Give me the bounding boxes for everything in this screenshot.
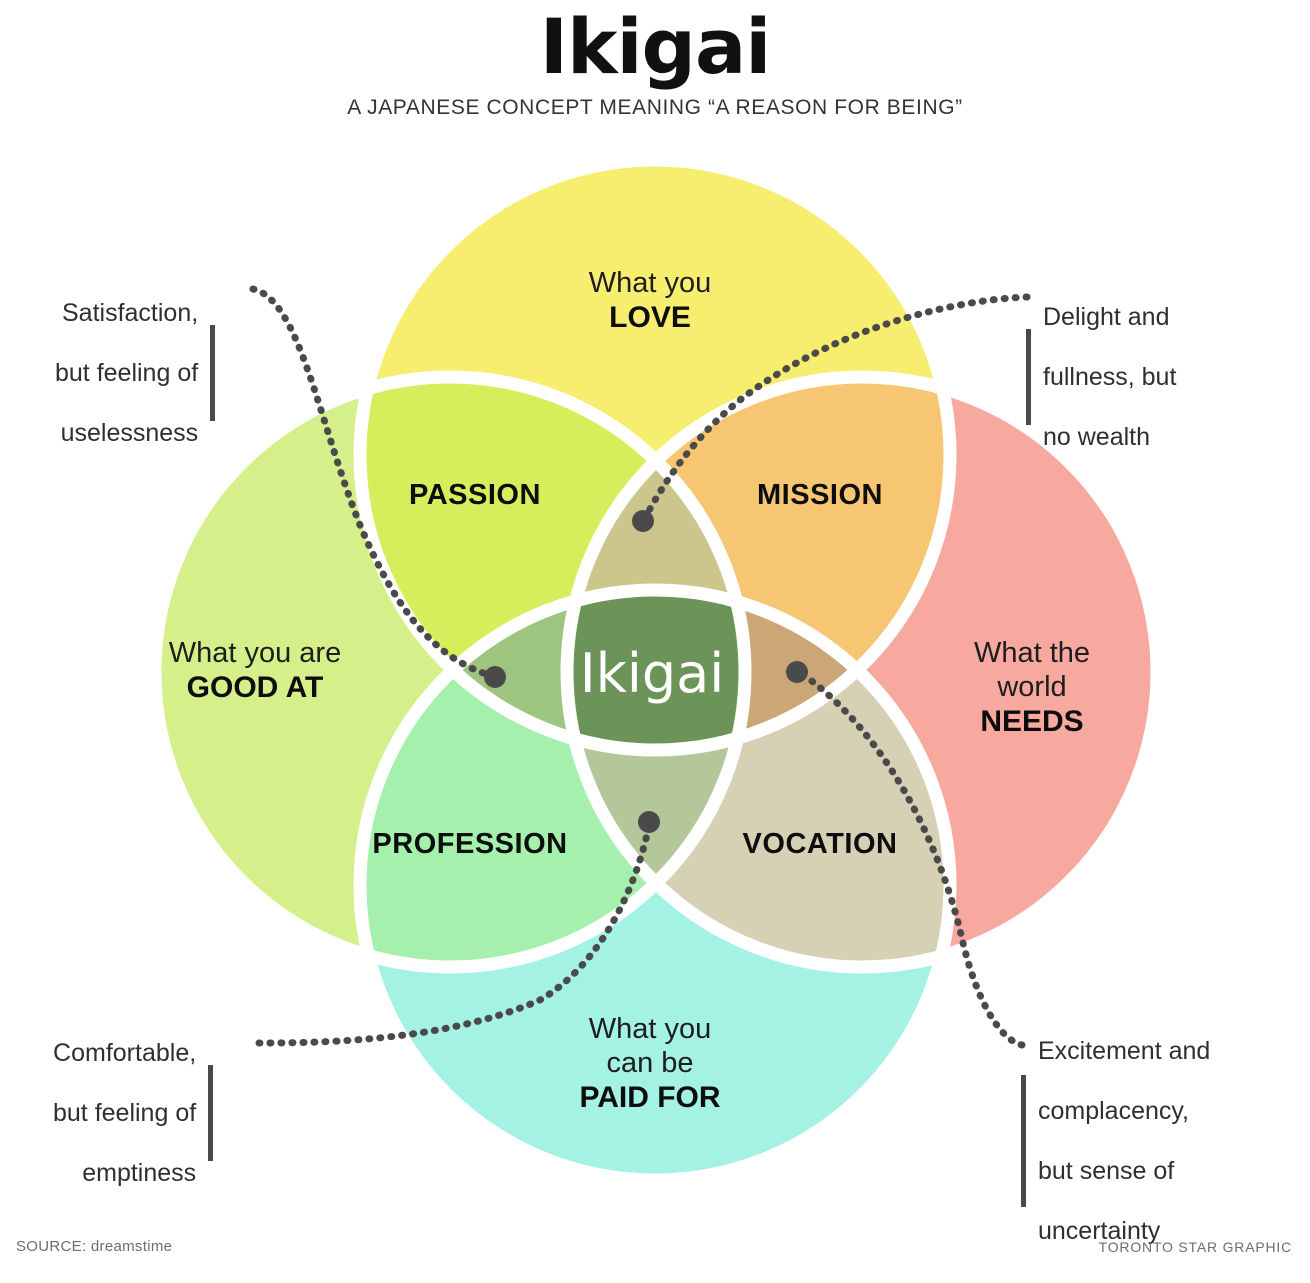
- annotation-line: Delight and: [1043, 303, 1170, 331]
- paid-for-label-bold: PAID FOR: [579, 1081, 720, 1114]
- annotation-bottom-left: Comfortable, but feeling of emptiness: [53, 1008, 214, 1218]
- annotation-line: but feeling of: [55, 359, 199, 387]
- annotation-bottom-right: Excitement and complacency, but sense of…: [1021, 1006, 1210, 1276]
- page-header: Ikigai A JAPANESE CONCEPT MEANING “A REA…: [0, 0, 1310, 120]
- leader-line-bottom-left: [255, 826, 652, 1047]
- leader-dot-top-left: [484, 666, 506, 688]
- annotation-top-right-text: Delight and fullness, but no wealth: [1043, 272, 1176, 482]
- leader-lines: [249, 285, 1031, 1049]
- leader-dot-bottom-left: [638, 811, 660, 833]
- footer-source: SOURCE: dreamstime: [16, 1238, 173, 1255]
- label-vocation: VOCATION: [743, 828, 898, 860]
- circle-label-needs: What the world NEEDS: [974, 637, 1090, 738]
- leader-line-top-left: [249, 285, 496, 680]
- label-profession: PROFESSION: [372, 828, 567, 860]
- love-label-line1: What you: [589, 267, 712, 299]
- annotation-line: fullness, but: [1043, 363, 1177, 391]
- annotation-line: Satisfaction,: [61, 299, 199, 327]
- label-mission: MISSION: [757, 479, 883, 511]
- good-at-label-bold: GOOD AT: [187, 671, 324, 704]
- annotation-line: emptiness: [82, 1159, 197, 1187]
- leader-dot-bottom-right: [786, 661, 808, 683]
- leader-endpoints: [484, 510, 808, 833]
- circle-label-good-at: What you are GOOD AT: [169, 637, 341, 704]
- annotation-line: but feeling of: [53, 1099, 197, 1127]
- annotation-line: complacency,: [1038, 1097, 1189, 1125]
- annotation-bracket-bar: [208, 1065, 214, 1161]
- annotation-line: uselessness: [60, 419, 199, 447]
- needs-label-bold: NEEDS: [980, 705, 1083, 738]
- love-label-bold: LOVE: [609, 301, 691, 334]
- label-ikigai-center: Ikigai: [580, 642, 725, 705]
- annotation-line: but sense of: [1038, 1157, 1175, 1185]
- annotation-line: uncertainty: [1038, 1217, 1161, 1245]
- annotation-bracket-bar: [1026, 329, 1031, 425]
- annotation-line: Excitement and: [1038, 1037, 1211, 1065]
- page-subtitle: A JAPANESE CONCEPT MEANING “A REASON FOR…: [347, 96, 963, 119]
- needs-label-line1: What the: [974, 637, 1090, 669]
- annotation-top-left: Satisfaction, but feeling of uselessness: [55, 268, 216, 478]
- leader-line-top-right: [641, 293, 1031, 522]
- annotation-top-right: Delight and fullness, but no wealth: [1026, 272, 1176, 482]
- annotation-top-left-text: Satisfaction, but feeling of uselessness: [55, 268, 198, 478]
- page-title: Ikigai: [539, 2, 772, 91]
- annotation-line: no wealth: [1043, 423, 1151, 451]
- leader-line-bottom-right: [801, 672, 1026, 1049]
- annotation-bottom-left-text: Comfortable, but feeling of emptiness: [53, 1008, 196, 1218]
- annotation-bracket-bar: [210, 325, 216, 421]
- needs-label-line2: world: [996, 671, 1066, 703]
- annotation-line: Comfortable,: [53, 1039, 197, 1067]
- venn-separators: [148, 153, 1164, 1187]
- circle-label-paid-for: What you can be PAID FOR: [579, 1013, 720, 1114]
- good-at-label-line1: What you are: [169, 637, 341, 669]
- annotation-bottom-right-text: Excitement and complacency, but sense of…: [1038, 1006, 1210, 1276]
- paid-for-label-line1: What you: [589, 1013, 712, 1045]
- circle-label-love: What you LOVE: [589, 267, 712, 334]
- footer-credit: TORONTO STAR GRAPHIC: [1098, 1239, 1292, 1255]
- annotation-bracket-bar: [1021, 1075, 1026, 1207]
- leader-dot-top-right: [632, 510, 654, 532]
- label-passion: PASSION: [409, 479, 541, 511]
- paid-for-label-line2: can be: [606, 1047, 693, 1079]
